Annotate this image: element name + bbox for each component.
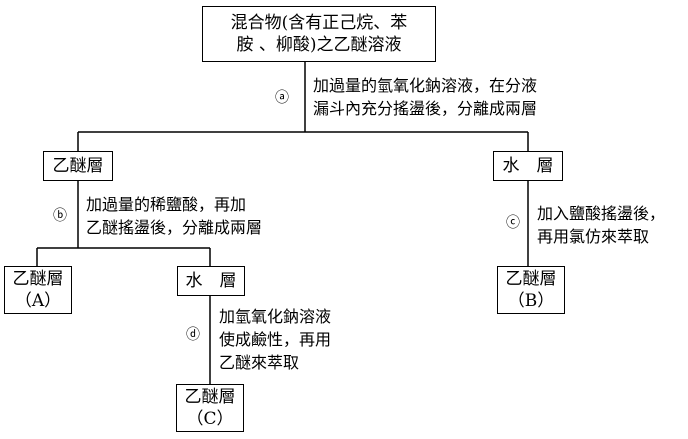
- water-layer-1-box: 水 層: [493, 151, 563, 181]
- ether-layer-a-label: 乙醚層: [12, 269, 64, 289]
- water-layer-1-label: 水 層: [502, 156, 554, 176]
- step-d-marker: ⓓ: [186, 327, 200, 343]
- step-b-marker: ⓑ: [53, 208, 67, 224]
- ether-layer-a-box: 乙醚層 （A）: [4, 266, 72, 314]
- ether-layer-a-tag: （A）: [14, 291, 62, 311]
- start-mixture-box: 混合物(含有正己烷、苯 胺 、柳酸)之乙醚溶液: [202, 6, 436, 62]
- step-d-text: 加氫氧化鈉溶液 使成鹼性，再用 乙醚來萃取: [219, 307, 332, 372]
- ether-layer-1-box: 乙醚層: [43, 151, 113, 181]
- ether-layer-b-label: 乙醚層: [505, 269, 557, 289]
- start-mixture-line1: 混合物(含有正己烷、苯: [230, 13, 408, 33]
- ether-layer-1-label: 乙醚層: [52, 156, 104, 176]
- ether-layer-c-tag: （C）: [186, 409, 234, 429]
- step-b-text: 加過量的稀鹽酸，再加 乙醚搖盪後，分離成兩層: [86, 195, 263, 237]
- step-a-marker: ⓐ: [275, 90, 289, 106]
- ether-layer-b-tag: （B）: [507, 291, 555, 311]
- step-c-marker: ⓒ: [506, 215, 520, 231]
- water-layer-2-label: 水 層: [185, 271, 237, 291]
- step-a-text: 加過量的氫氧化鈉溶液，在分液 漏斗內充分搖盪後，分離成兩層: [313, 76, 538, 118]
- step-c-text: 加入鹽酸搖盪後， 再用氯仿來萃取: [537, 204, 666, 246]
- ether-layer-b-box: 乙醚層 （B）: [497, 266, 565, 314]
- start-mixture-line2: 胺 、柳酸)之乙醚溶液: [236, 35, 402, 55]
- ether-layer-c-label: 乙醚層: [184, 387, 236, 407]
- water-layer-2-box: 水 層: [177, 266, 245, 296]
- ether-layer-c-box: 乙醚層 （C）: [176, 384, 244, 432]
